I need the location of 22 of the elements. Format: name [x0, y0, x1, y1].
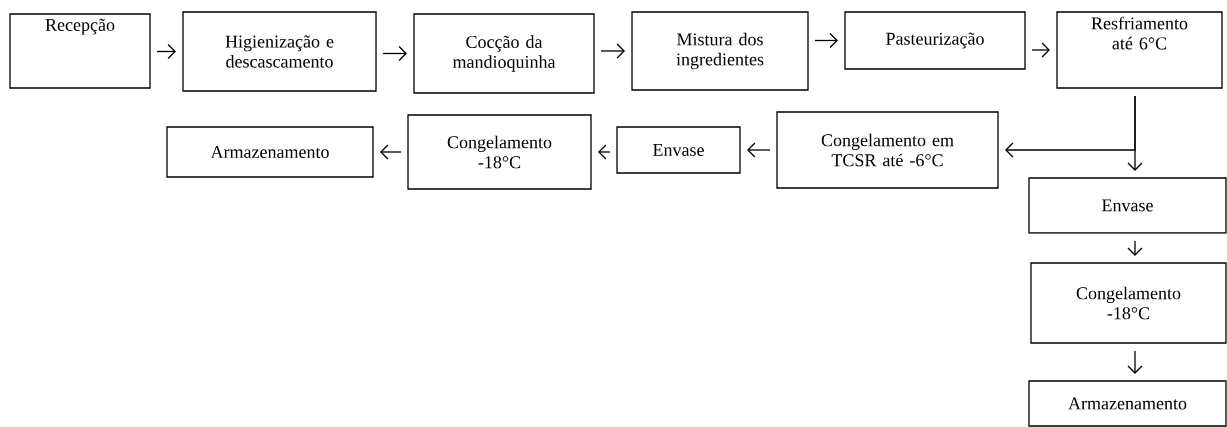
process-box: Congelamento em TCSR até -6°C: [776, 111, 999, 189]
arrow: [1127, 350, 1143, 374]
process-box: Congelamento -18°C: [407, 114, 592, 190]
arrow: [747, 142, 771, 158]
process-box: Envase: [1028, 177, 1227, 234]
arrow: [382, 45, 407, 62]
arrow: [156, 43, 176, 60]
process-box: Pasteurização: [844, 11, 1026, 70]
process-box: Armazenamento: [166, 126, 374, 178]
process-box: Envase: [616, 126, 741, 174]
process-box: Resfriamento até 6°C: [1056, 11, 1223, 89]
arrow: [600, 43, 625, 59]
process-box: Mistura dos ingredientes: [631, 11, 809, 91]
process-box: Armazenamento: [1028, 380, 1227, 427]
process-box: Cocção da mandioquinha: [413, 13, 595, 94]
process-box: Congelamento -18°C: [1030, 262, 1227, 344]
process-box: Higienização e descascamento: [182, 11, 377, 92]
arrow: [380, 144, 402, 160]
arrow: [814, 32, 838, 49]
arrow: [1031, 42, 1050, 58]
process-box: Recepção: [9, 13, 151, 89]
arrow: [1127, 95, 1143, 171]
